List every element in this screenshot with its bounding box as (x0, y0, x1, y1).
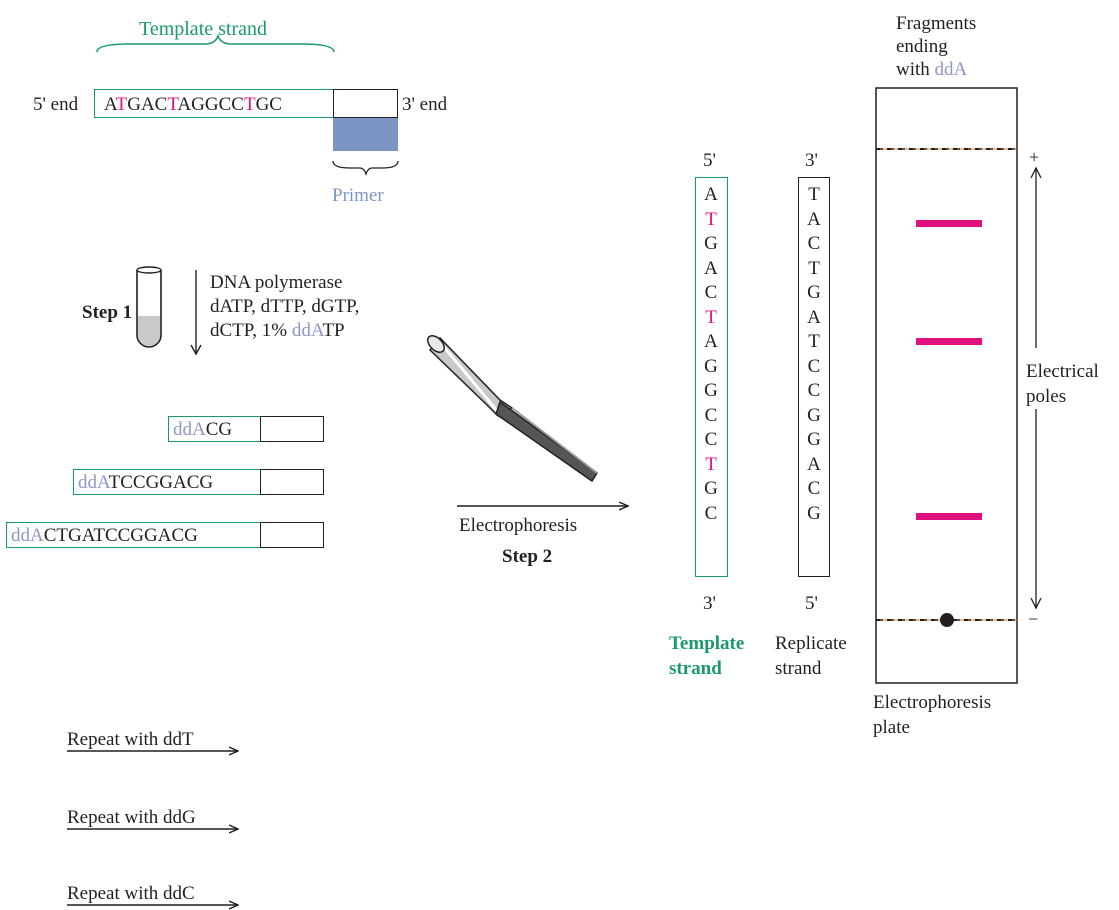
step1-label: Step 1 (82, 302, 133, 323)
template-base: A (704, 184, 718, 205)
primer-label: Primer (332, 185, 384, 206)
replicate-column-5prime: 5' (805, 593, 818, 614)
replicate-base: G (807, 429, 821, 450)
electrophoresis-process-label: Electrophoresis (459, 515, 578, 536)
positive-pole-label: + (1029, 147, 1040, 167)
template-base: A (704, 331, 718, 352)
template-base: C (704, 502, 718, 524)
gel-band-1 (916, 220, 982, 227)
replicate-base: C (807, 233, 821, 254)
replicate-column-box (798, 177, 830, 577)
template-base: G (704, 380, 718, 401)
replicate-base: C (807, 478, 821, 499)
pipette-icon (427, 335, 599, 483)
fragment-1-primer-stub (260, 416, 324, 442)
template-column-5prime: 5' (703, 150, 716, 171)
replicate-column-3prime: 3' (805, 150, 818, 171)
template-base: T (705, 453, 717, 475)
three-prime-end-label: 3' end (402, 94, 448, 115)
template-column-box (695, 177, 728, 577)
fragment-3: ddACTGATCCGGACG (6, 522, 261, 548)
template-strand-heading: Template strand (139, 18, 267, 40)
template-base: G (704, 233, 718, 254)
fragments-header: Fragments ending with ddA (896, 13, 977, 80)
replicate-base: G (807, 404, 821, 426)
template-brace (96, 33, 335, 53)
template-sequence-segment: T (243, 94, 256, 115)
repeat-ddC-label: Repeat with ddC (67, 883, 195, 904)
primer-slot-box (333, 89, 398, 118)
reagent-line-3: dCTP, 1% ddATP (210, 320, 345, 341)
template-base: G (704, 355, 718, 377)
replicate-base: A (807, 453, 821, 475)
template-strand-caption: Template strand (669, 633, 745, 679)
template-sequence-segment: A (104, 94, 116, 115)
fragment-3-primer-stub (260, 522, 324, 548)
sample-well-dot (940, 613, 954, 627)
template-sequence: ATGACTAGGCCTGC (104, 95, 282, 114)
template-base: C (704, 429, 718, 450)
repeat-ddG-label: Repeat with ddG (67, 807, 196, 828)
replicate-base: A (807, 306, 821, 328)
reagent-line-1: DNA polymerase (210, 272, 343, 293)
replicate-base: G (807, 502, 821, 524)
replicate-base: T (808, 331, 820, 352)
template-base: A (704, 257, 718, 279)
template-sequence-segment: T (115, 94, 128, 115)
replicate-strand-caption: Replicate strand (775, 633, 847, 679)
fragment-2-primer-stub (260, 469, 324, 495)
replicate-base: C (807, 355, 821, 377)
template-base: T (705, 306, 717, 328)
replicate-base: T (808, 257, 820, 279)
replicate-base: G (807, 282, 821, 303)
template-base: G (704, 478, 718, 499)
electrophoresis-plate (875, 87, 1018, 684)
gel-band-2 (916, 338, 982, 345)
template-base: T (705, 208, 717, 230)
template-base: C (704, 404, 718, 426)
step1-reagents: DNA polymerase dATP, dTTP, dGTP, dCTP, 1… (210, 271, 359, 343)
step2-label: Step 2 (502, 546, 553, 567)
template-base: C (704, 282, 718, 303)
template-sequence-segment: GC (255, 94, 282, 115)
repeat-ddT-label: Repeat with ddT (67, 729, 194, 750)
gel-band-3 (916, 513, 982, 520)
primer-block (333, 118, 398, 151)
primer-brace (332, 160, 399, 177)
replicate-base: C (807, 380, 821, 401)
electrophoresis-plate-caption: Electrophoresis plate (873, 692, 992, 738)
template-column-3prime: 3' (703, 593, 716, 614)
fragment-1: ddACG (168, 416, 261, 442)
fragment-2: ddATCCGGACG (73, 469, 261, 495)
template-sequence-segment: AGGCC (177, 94, 244, 115)
reagent-line-2: dATP, dTTP, dGTP, (210, 296, 360, 317)
replicate-base: A (807, 208, 821, 230)
test-tube-icon (136, 266, 162, 348)
five-prime-end-label: 5' end (33, 94, 79, 115)
negative-pole-label: − (1028, 609, 1039, 629)
replicate-base: T (808, 184, 820, 205)
template-sequence-segment: T (167, 94, 178, 115)
template-sequence-segment: GAC (127, 94, 168, 115)
electrical-poles-label: Electrical poles (1026, 359, 1099, 409)
